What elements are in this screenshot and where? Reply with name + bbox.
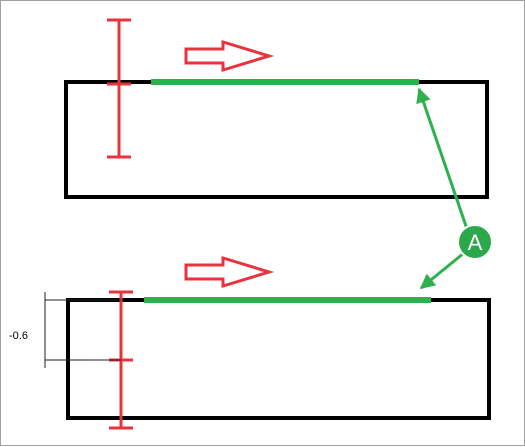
- top-part: [64, 18, 489, 199]
- callout-badge-label: A: [468, 230, 483, 255]
- callout-leaders: [416, 87, 469, 290]
- top-start-marker-icon: [107, 18, 131, 159]
- callout-badge-circle: [457, 224, 493, 260]
- depth-dimension-label: -0.6: [9, 330, 28, 342]
- callout-badge: A: [457, 224, 493, 260]
- callout-leader-top: [416, 87, 469, 230]
- callout-leader-bottom: [419, 251, 465, 290]
- bottom-direction-arrow-icon: [184, 255, 275, 289]
- depth-dimension: [44, 292, 121, 368]
- bottom-part: -0.6: [9, 255, 491, 430]
- top-direction-arrow-icon: [184, 39, 275, 73]
